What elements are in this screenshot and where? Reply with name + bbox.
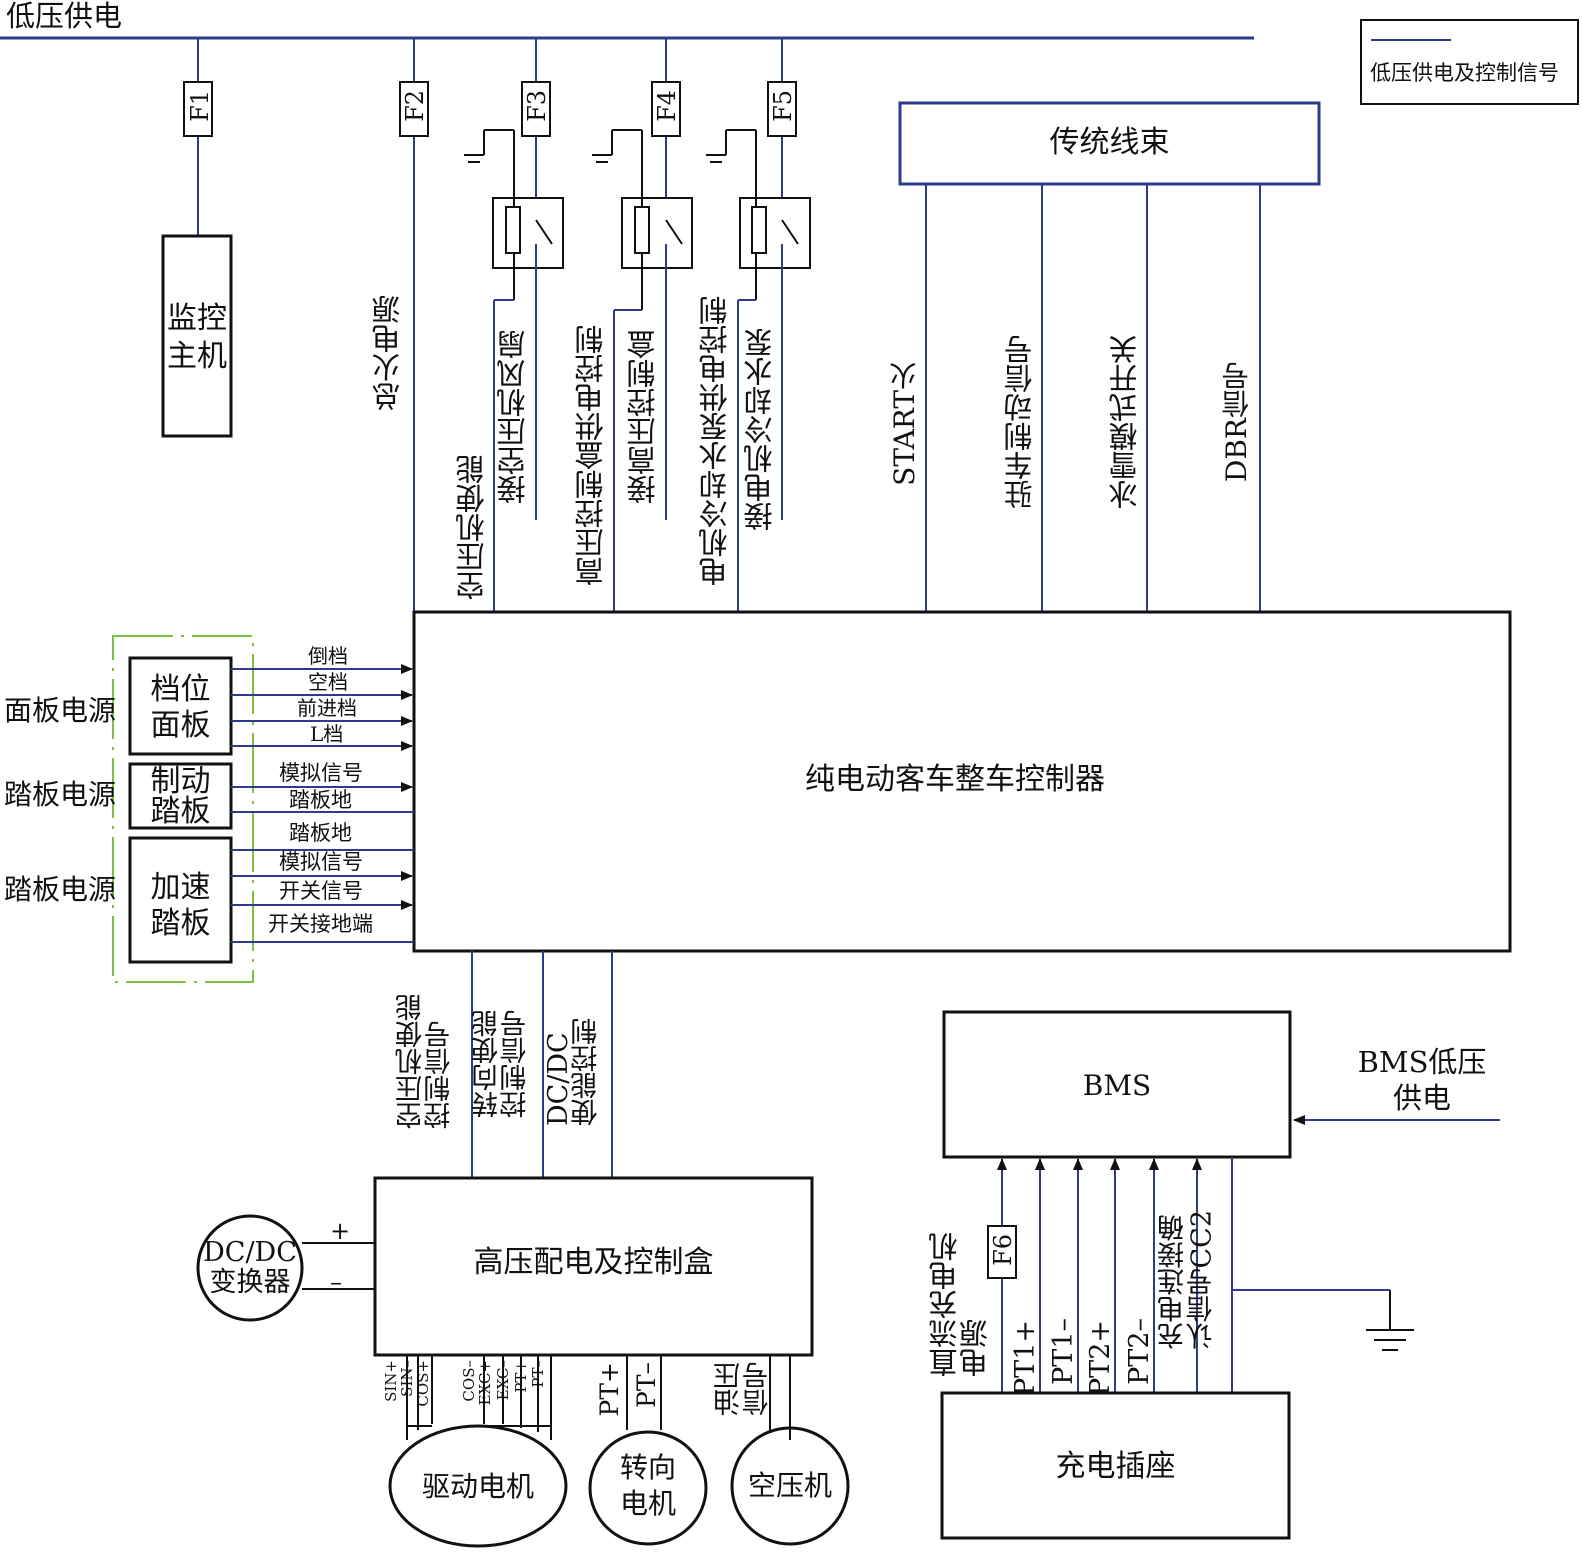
pt2-minus-label: PT2–: [1124, 1318, 1155, 1385]
harness-label: 传统线束: [1049, 125, 1170, 160]
vcu-box: [412, 610, 1512, 953]
oil-pressure-label: 油压 信号: [714, 1362, 774, 1416]
fuse-f3: [521, 81, 551, 137]
cc2-signal-label: 充电连接确 认信号CC2: [1158, 1210, 1218, 1350]
gear-signal-forward: 前进档: [297, 696, 357, 720]
pt2-plus-label: PT2+: [1085, 1320, 1116, 1396]
relay-f5: [739, 197, 811, 269]
drive-motor-label: 驱动电机: [421, 1470, 534, 1503]
hv-box-conn-label: 接高压控制盒: [626, 330, 660, 504]
dcdc-circle: [196, 1214, 304, 1322]
compressor-ellipse: [730, 1426, 850, 1546]
brake-power-label: 踏板电源: [4, 778, 117, 811]
brake-signal-ground: 踏板地: [289, 788, 352, 812]
motor-sig-pt-plus: PT+: [512, 1360, 530, 1393]
hv-box-label: 高压配电及控制盒: [473, 1245, 714, 1280]
brake-pedal-label: 制动 踏板: [150, 764, 211, 829]
fuse-f1: [183, 81, 213, 137]
ac-control-label: 空压机使能 控制信号: [396, 994, 456, 1129]
brake-signal-analog: 模拟信号: [279, 761, 363, 785]
compressor-label: 空压机: [747, 1469, 832, 1502]
start-label: START火: [888, 362, 921, 486]
steer-sig-pt-plus: PT+: [595, 1362, 624, 1417]
fuse-f2: [399, 81, 429, 137]
steer-motor-label: 转向 电机: [619, 1451, 676, 1520]
vcu-label: 纯电动客车整车控制器: [805, 762, 1105, 797]
steer-sig-pt-minus: PT–: [632, 1362, 661, 1408]
pump-ctrl-label: 电机冷却水泵供电控制: [698, 296, 732, 586]
gear-power-label: 面板电源: [4, 694, 117, 727]
pump-label: 接电机冷却水泵: [743, 328, 777, 531]
gear-panel-box: [128, 656, 233, 756]
motor-sig-exc-plus: EXC+: [476, 1360, 494, 1406]
fuse-f2-label: F2: [401, 90, 429, 122]
motor-sig-pt-minus: PT–: [529, 1360, 547, 1388]
park-label: 驻车制动信号: [1003, 335, 1037, 509]
accel-power-label: 踏板电源: [4, 873, 117, 906]
monitor-label: 监控 主机: [167, 301, 227, 374]
bms-box: [942, 1010, 1292, 1159]
pedal-group: [112, 635, 254, 983]
fuse-f6-label: F6: [989, 1234, 1017, 1266]
gear-signal-reverse: 倒档: [308, 644, 348, 668]
drive-motor-ellipse: [388, 1424, 568, 1548]
gear-panel-label: 档位 面板: [150, 672, 211, 743]
dcdc-label: DC/DC 变换器: [203, 1237, 297, 1298]
steer-motor-ellipse: [588, 1430, 708, 1546]
accel-pedal-label: 加速 踏板: [150, 870, 211, 941]
charger-label: 充电插座: [1055, 1449, 1176, 1484]
ac-enable-label: 空压机使能: [455, 455, 489, 600]
accel-signal-ground: 踏板地: [289, 821, 352, 845]
fuse-f4-label: F4: [653, 90, 681, 122]
dcdc-plus-label: +: [330, 1217, 351, 1245]
snow-label: 冰雪模式开关: [1108, 335, 1142, 509]
hv-ctrl-label: 高压控制盒供电控制: [574, 325, 608, 586]
steer-control-label: 转向使能 控制信号: [472, 1010, 532, 1118]
bus-label: 低压供电: [6, 0, 123, 33]
accel-signal-analog: 模拟信号: [279, 850, 363, 874]
fuse-f5-label: F5: [769, 90, 797, 122]
dc-charger-power-label: 直流充电机 电源: [928, 1232, 993, 1377]
pt1-plus-label: PT1+: [1010, 1320, 1041, 1396]
fuse-f3-label: F3: [523, 90, 551, 122]
bms-supply-label: BMS低压 供电: [1357, 1045, 1487, 1115]
motor-sig-cos-plus: COS+: [414, 1360, 432, 1407]
bms-label: BMS: [1082, 1069, 1152, 1102]
gear-signal-low: L档: [310, 722, 344, 746]
relay-f3: [492, 197, 564, 269]
gear-signal-neutral: 空档: [308, 670, 348, 694]
brake-pedal-box: [128, 762, 233, 830]
fuse-f4: [651, 81, 681, 137]
dcdc-minus-label: –: [330, 1268, 342, 1296]
main-power-label: 总火电源: [371, 295, 405, 411]
motor-sig-exc-minus: EXC–: [494, 1360, 512, 1401]
accel-pedal-box: [128, 836, 233, 964]
harness-box: [898, 101, 1321, 186]
monitor-box: [161, 234, 233, 438]
charger-box: [940, 1391, 1291, 1540]
fuse-f6: [987, 1225, 1017, 1279]
hv-box: [373, 1176, 814, 1357]
dcdc-control-label: DC/DC 使能控制: [543, 1018, 603, 1126]
legend-box: [1360, 19, 1579, 105]
fuse-f1-label: F1: [186, 90, 214, 122]
pt1-minus-label: PT1–: [1048, 1318, 1079, 1385]
ac-fan-label: 接空压机风扇: [496, 330, 530, 504]
fuse-f5: [767, 81, 797, 137]
accel-signal-switch-ground: 开关接地端: [268, 912, 373, 936]
relay-f4: [621, 197, 693, 269]
dbr-label: DBR信号: [1220, 362, 1253, 483]
legend-label: 低压供电及控制信号: [1370, 61, 1559, 85]
accel-signal-switch: 开关信号: [279, 879, 363, 903]
